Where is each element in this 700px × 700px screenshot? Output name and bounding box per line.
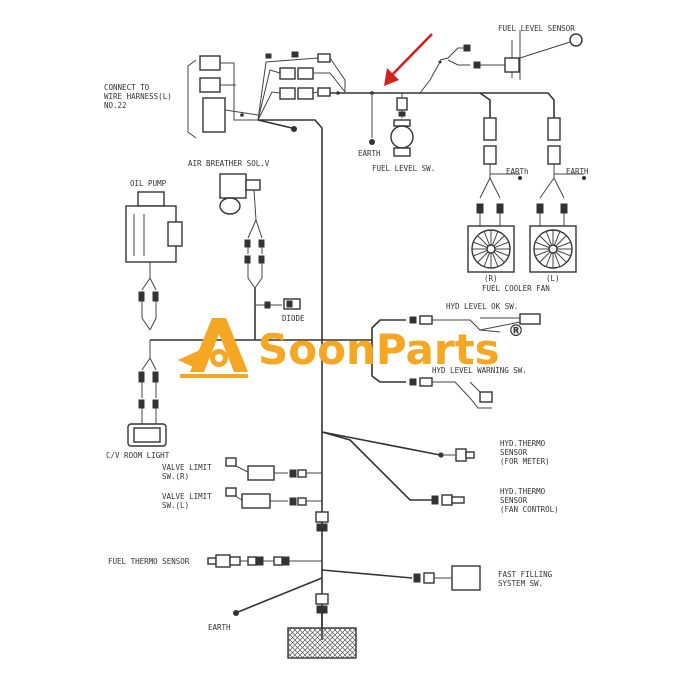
valve-limit-r-line2: SW.(R) [162, 472, 189, 481]
air-breather-label: AIR BREATHER SOL.V [188, 159, 270, 168]
fast-filling-system-sw: FAST FILLING SYSTEM SW. [321, 565, 553, 591]
connect-label-line1: CONNECT TO [104, 83, 150, 92]
fan-r-icon [471, 229, 511, 269]
fast-filling-line2: SYSTEM SW. [498, 579, 543, 588]
hyd-thermo-meter-line2: SENSOR [500, 448, 528, 457]
bottom-earth: EARTH [208, 577, 323, 632]
earth-bottom-label: EARTH [208, 623, 231, 632]
oil-pump-label: OIL PUMP [130, 179, 167, 188]
fast-filling-line1: FAST FILLING [498, 570, 553, 579]
cv-room-light-label: C/V ROOM LIGHT [106, 451, 170, 460]
fuel-thermo-sensor: FUEL THERMO SENSOR [108, 554, 322, 568]
hyd-thermo-meter-line3: (FOR METER) [500, 457, 550, 466]
hyd-thermo-sensors: HYD.THERMO SENSOR (FOR METER) HYD.THERMO… [321, 431, 559, 514]
fan-l-icon [533, 229, 573, 269]
bottom-connector-grille [287, 613, 357, 659]
hyd-thermo-fan-line2: SENSOR [500, 496, 528, 505]
fuel-cooler-fans: EARTh EARTH (R) (L) FUEL COOLER FAN [467, 117, 589, 293]
soonparts-watermark: SoonParts ® [178, 318, 524, 378]
hyd-thermo-fan-line1: HYD.THERMO [500, 487, 546, 496]
air-breather-sol-v: AIR BREATHER SOL.V [188, 159, 270, 340]
hyd-thermo-fan-line3: (FAN CONTROL) [500, 505, 559, 514]
harness-connector-group [187, 51, 346, 139]
connect-label-line3: NO.22 [104, 101, 127, 110]
valve-limit-l-line2: SW.(L) [162, 501, 189, 510]
red-arrow-pointer [384, 33, 433, 86]
valve-limit-switches: VALVE LIMIT SW.(R) VALVE LIMIT SW.(L) [162, 457, 322, 510]
hyd-level-switches: HYD LEVEL OK SW. HYD LEVEL WARNING SW. [322, 302, 541, 409]
earth-fan-r-label: EARTh [506, 167, 529, 176]
fuel-cooler-fan-label: FUEL COOLER FAN [482, 284, 550, 293]
diode-label: DIODE [282, 314, 305, 323]
hyd-thermo-meter-line1: HYD.THERMO [500, 439, 546, 448]
fan-r-label: (R) [484, 274, 498, 283]
fuel-level-sensor: FUEL LEVEL SENSOR [419, 24, 583, 94]
fuel-thermo-sensor-label: FUEL THERMO SENSOR [108, 557, 190, 566]
main-trunk [257, 91, 555, 640]
valve-limit-r-line1: VALVE LIMIT [162, 463, 212, 472]
diode: DIODE [255, 298, 305, 323]
soonparts-logo-icon [178, 318, 248, 378]
earth-fan-l-label: EARTH [566, 167, 589, 176]
trunk-inline-connectors [315, 511, 329, 614]
valve-limit-l-line1: VALVE LIMIT [162, 492, 212, 501]
hyd-level-ok-label: HYD LEVEL OK SW. [446, 302, 518, 311]
hyd-level-warning-label: HYD LEVEL WARNING SW. [432, 366, 527, 375]
cv-room-light: C/V ROOM LIGHT [106, 340, 170, 460]
fan-l-label: (L) [546, 274, 560, 283]
fuel-level-switch: EARTH FUEL LEVEL SW. [358, 93, 435, 173]
fuel-level-sw-label: FUEL LEVEL SW. [372, 164, 435, 173]
oil-pump: OIL PUMP [125, 179, 183, 331]
fuel-level-sensor-label: FUEL LEVEL SENSOR [498, 24, 575, 33]
watermark-registered: ® [508, 321, 524, 340]
watermark-brand: SoonParts [258, 325, 500, 374]
earth-top-label: EARTH [358, 149, 381, 158]
connect-label-line2: WIRE HARNESS(L) [104, 92, 172, 101]
